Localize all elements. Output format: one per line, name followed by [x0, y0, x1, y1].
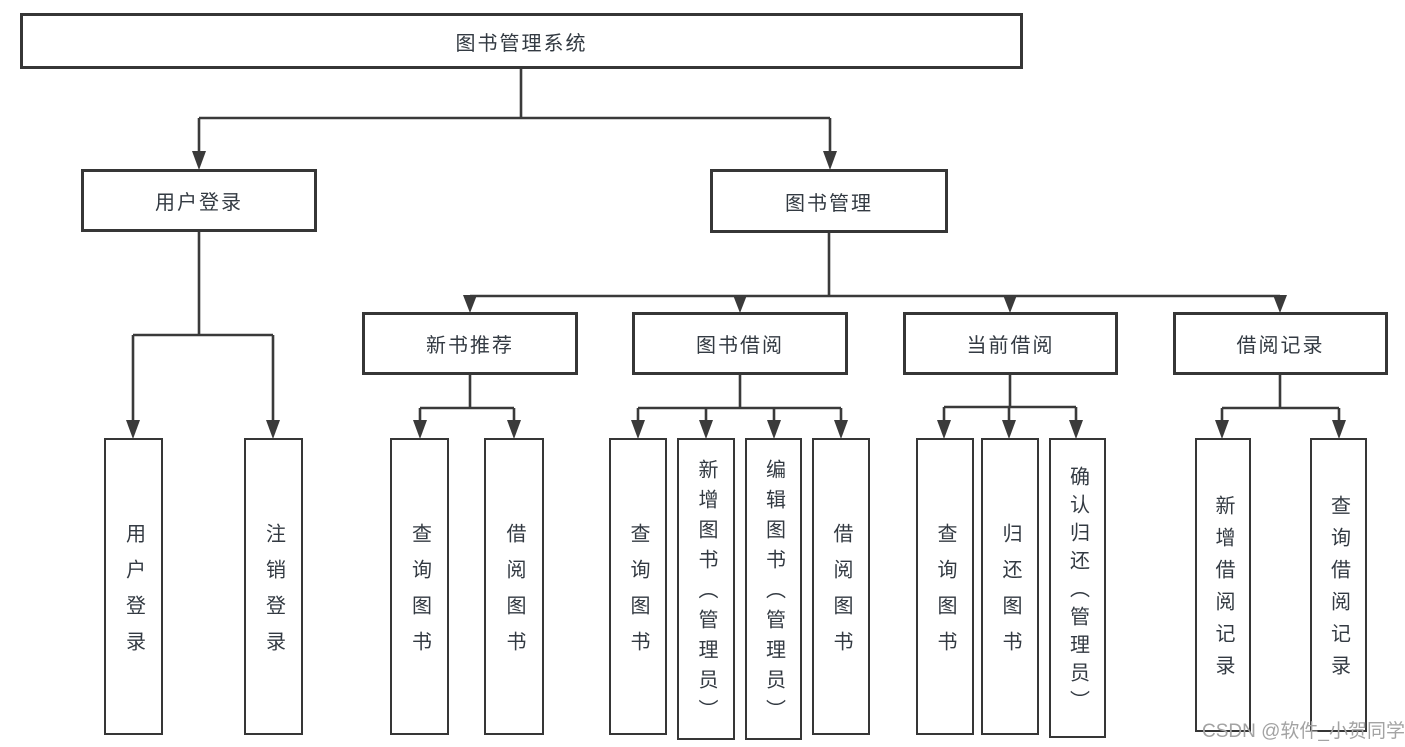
- arrowhead: [1332, 420, 1346, 439]
- node-label: 新增图书（管理员）: [695, 459, 717, 729]
- node-label: 查询图书: [934, 522, 956, 667]
- node-label: 查询图书: [408, 522, 431, 667]
- node-label: 图书管理系统: [455, 32, 588, 55]
- node-label: 归还图书: [999, 522, 1021, 667]
- arrowhead: [1002, 420, 1016, 439]
- node-leaf-add-book-admin: 新增图书（管理员）: [677, 438, 735, 740]
- node-leaf-logout: 注销登录: [244, 438, 303, 735]
- node-label: 借阅记录: [1236, 335, 1325, 357]
- arrowhead: [192, 151, 206, 170]
- node-label: 确认归还（管理员）: [1066, 466, 1089, 718]
- node-label: 当前借阅: [966, 335, 1055, 357]
- node-user-login: 用户登录: [81, 169, 317, 232]
- node-leaf-return-book: 归还图书: [981, 438, 1039, 735]
- node-leaf-edit-book-admin: 编辑图书（管理员）: [745, 438, 802, 740]
- node-borrow-record: 借阅记录: [1173, 312, 1388, 375]
- node-label: 注销登录: [262, 522, 285, 667]
- node-book-borrow: 图书借阅: [632, 312, 848, 375]
- node-root: 图书管理系统: [20, 13, 1023, 69]
- arrowhead: [1069, 420, 1083, 439]
- arrowhead: [463, 295, 477, 313]
- node-label: 查询借阅记录: [1327, 495, 1350, 687]
- node-leaf-user-login: 用户登录: [104, 438, 163, 735]
- connector-bookborrow-to-leaves: [631, 375, 848, 439]
- node-leaf-query-book-current: 查询图书: [916, 438, 974, 735]
- arrowhead: [699, 420, 713, 439]
- node-label: 查询图书: [627, 522, 649, 667]
- connector-root-to-level2: [192, 69, 837, 170]
- arrowhead: [266, 420, 280, 439]
- node-leaf-add-borrow-record: 新增借阅记录: [1195, 438, 1251, 732]
- node-leaf-borrow-book: 借阅图书: [812, 438, 870, 735]
- arrowhead: [1215, 420, 1229, 439]
- node-label: 借阅图书: [830, 522, 852, 667]
- node-label: 新增借阅记录: [1212, 495, 1234, 687]
- arrowhead: [767, 420, 781, 439]
- arrowhead: [1003, 295, 1017, 313]
- connector-userlogin-to-leaves: [126, 232, 280, 439]
- node-leaf-query-book-recommend: 查询图书: [390, 438, 449, 735]
- node-leaf-confirm-return-admin: 确认归还（管理员）: [1049, 438, 1106, 738]
- node-leaf-borrow-book-recommend: 借阅图书: [484, 438, 544, 735]
- node-label: 图书借阅: [696, 335, 784, 357]
- node-leaf-query-borrow-record: 查询借阅记录: [1310, 438, 1367, 732]
- node-label: 用户登录: [122, 522, 145, 667]
- node-current-borrow: 当前借阅: [903, 312, 1118, 375]
- watermark-text: CSDN @软件_小贺同学: [1202, 721, 1405, 742]
- arrowhead: [631, 420, 645, 439]
- connector-currentborrow-to-leaves: [937, 375, 1083, 439]
- arrowhead: [733, 295, 747, 313]
- node-label: 用户登录: [155, 192, 243, 214]
- node-label: 编辑图书（管理员）: [762, 459, 785, 729]
- arrowhead: [937, 420, 951, 439]
- node-label: 新书推荐: [426, 335, 514, 357]
- connector-borrowrecord-to-leaves: [1215, 375, 1346, 439]
- connector-newbookrec-to-leaves: [413, 375, 521, 439]
- node-new-book-recommend: 新书推荐: [362, 312, 578, 375]
- arrowhead: [507, 420, 521, 439]
- arrowhead: [834, 420, 848, 439]
- node-label: 借阅图书: [503, 522, 525, 667]
- node-label: 图书管理: [785, 192, 873, 215]
- arrowhead: [823, 151, 837, 170]
- arrowhead: [1273, 295, 1287, 313]
- arrowhead: [126, 420, 140, 439]
- connector-bookmgmt-to-level3: [463, 233, 1287, 313]
- arrowhead: [413, 420, 427, 439]
- node-book-management: 图书管理: [710, 169, 948, 233]
- node-leaf-query-book-borrow: 查询图书: [609, 438, 667, 735]
